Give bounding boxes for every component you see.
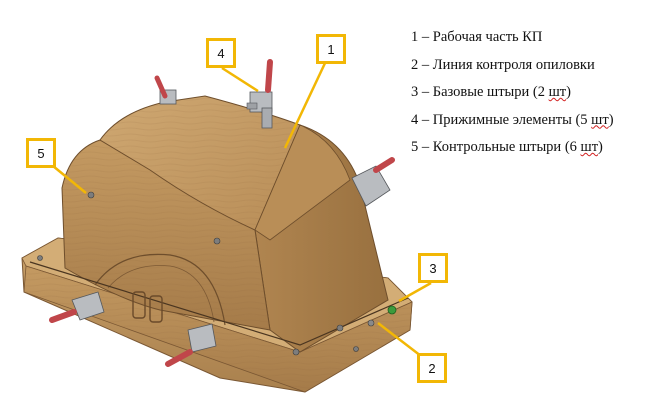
legend-number: 2 — [411, 56, 419, 73]
legend-item-3: 3 – Базовые штыри (2 шт) — [411, 79, 614, 107]
legend-number: 1 — [411, 29, 419, 45]
legend-item-5: 5 – Контрольные штыри (6 шт) — [411, 134, 614, 162]
engraved-marking — [132, 291, 163, 323]
legend-text: Прижимные элементы (5 — [432, 111, 592, 128]
legend-item-1: 1 – Рабочая часть КП — [411, 24, 614, 52]
legend-dash: – — [421, 139, 430, 155]
legend-text: Линия контроля опиловки — [432, 56, 595, 73]
legend-dash: – — [421, 111, 430, 128]
legend-number: 3 — [411, 84, 419, 100]
legend-unit: шт — [580, 139, 599, 155]
legend-number: 5 — [411, 139, 419, 155]
legend-text: Базовые штыри (2 — [432, 84, 549, 100]
callout-1: 1 — [316, 34, 346, 64]
legend-number: 4 — [411, 111, 419, 128]
legend-dash: – — [421, 29, 430, 45]
callout-2: 2 — [417, 353, 447, 383]
leader-4 — [221, 66, 259, 93]
legend-item-2: 2 – Линия контроля опиловки — [411, 52, 614, 80]
clamp-right — [351, 157, 395, 207]
inspection-line — [29, 261, 409, 346]
leader-3 — [398, 281, 432, 303]
callout-5: 5 — [26, 138, 56, 168]
control-pins — [37, 191, 359, 356]
leader-lines — [52, 60, 432, 357]
callout-3: 3 — [418, 253, 448, 283]
legend-text: Рабочая часть КП — [432, 29, 543, 45]
clamp-top-left — [154, 75, 177, 105]
legend-dash: – — [421, 84, 430, 100]
legend-suffix: ) — [598, 139, 603, 155]
legend-unit: шт — [591, 111, 609, 128]
leader-2 — [377, 322, 422, 357]
leader-5 — [52, 165, 87, 194]
legend-suffix: ) — [566, 84, 571, 100]
clamp-front-center — [165, 323, 217, 367]
working-body — [29, 95, 409, 353]
leader-1 — [283, 60, 328, 149]
callout-4: 4 — [206, 38, 236, 68]
clamp-front-left — [49, 291, 105, 323]
legend-unit: шт — [548, 84, 567, 100]
legend-suffix: ) — [608, 111, 614, 128]
legend-item-4: 4 – Прижимные элементы (5 шт) — [411, 107, 614, 135]
base-pins — [367, 305, 397, 327]
clamp-top-center — [246, 59, 273, 129]
legend-dash: – — [421, 56, 430, 73]
legend: 1 – Рабочая часть КП 2 – Линия контроля … — [411, 24, 614, 162]
legend-text: Контрольные штыри (6 — [432, 139, 581, 155]
